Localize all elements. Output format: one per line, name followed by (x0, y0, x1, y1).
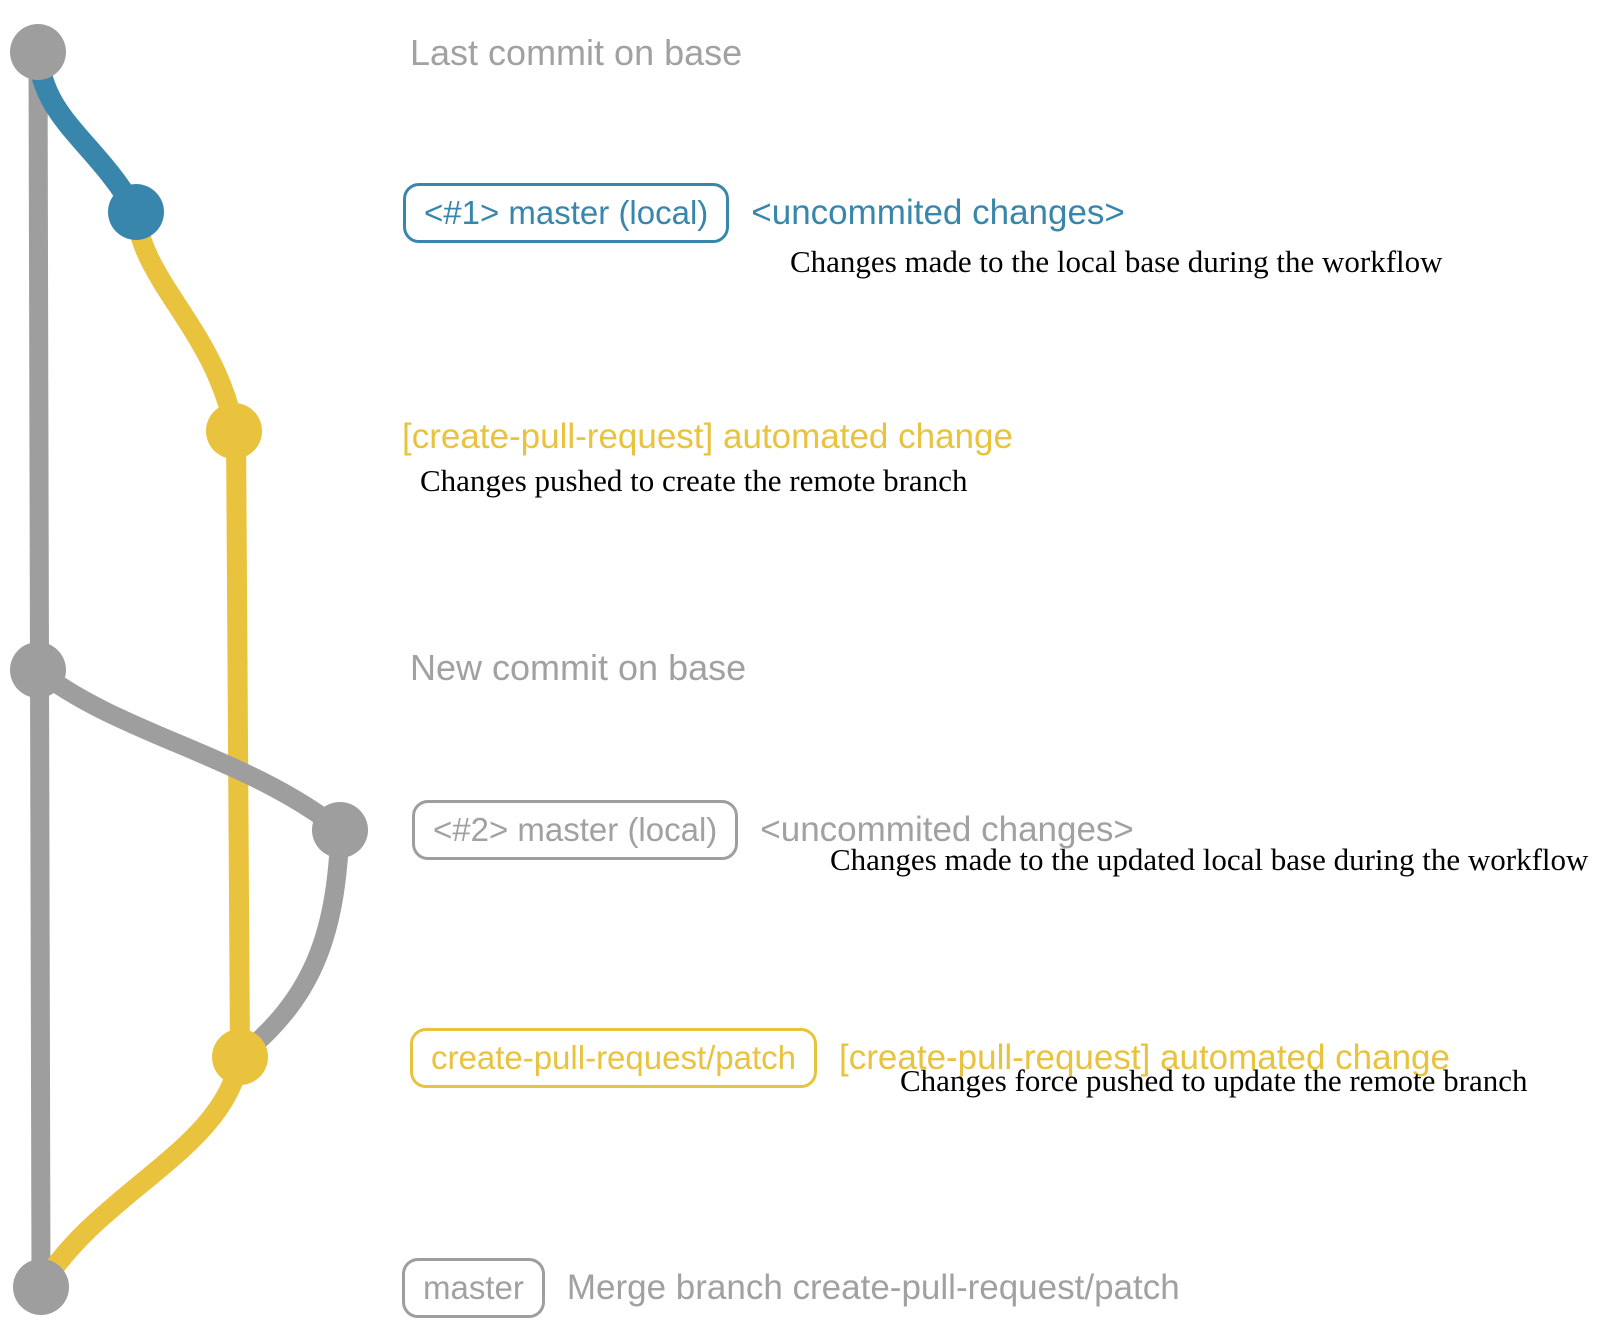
commit2-subtitle: Changes made to the updated local base d… (830, 842, 1589, 877)
commit1-title: <uncommited changes> (751, 193, 1125, 232)
push2-badge: create-pull-request/patch (410, 1028, 818, 1088)
patch-merge-curve (32, 1055, 250, 1293)
rebase-curve (233, 829, 350, 1065)
commit-dot-last-base (10, 24, 66, 80)
git-graph (10, 24, 368, 1315)
commit2-title: <uncommited changes> (760, 810, 1134, 849)
patch-branch-line (226, 429, 250, 1058)
commit-dot-patch-1 (206, 403, 262, 459)
commit1-row: <#1> master (local) <uncommited changes> (403, 183, 1125, 243)
last-commit-label: Last commit on base (410, 32, 743, 73)
commit1-subtitle: Changes made to the local base during th… (790, 244, 1443, 279)
commit-dot-merge (13, 1259, 69, 1315)
push1-title: [create-pull-request] automated change (402, 417, 1013, 456)
commit2-badge: <#2> master (local) (412, 800, 739, 860)
push1-subtitle: Changes pushed to create the remote bran… (420, 463, 968, 498)
commit-dot-patch-2 (212, 1029, 268, 1085)
base-update-curve (32, 662, 346, 838)
local-branch-curve (27, 51, 146, 218)
commit-dot-local-2 (312, 802, 368, 858)
merge-title: Merge branch create-pull-request/patch (566, 1268, 1180, 1307)
commit-dot-new-base (10, 642, 66, 698)
new-commit-label: New commit on base (410, 647, 747, 688)
patch-branch-curve (126, 211, 244, 430)
merge-badge: master (402, 1258, 545, 1318)
push2-subtitle: Changes force pushed to update the remot… (900, 1063, 1528, 1098)
commit1-badge: <#1> master (local) (403, 183, 730, 243)
push2-row: create-pull-request/patch [create-pull-r… (410, 1028, 1450, 1088)
commit-dot-local-1 (108, 184, 164, 240)
commit2-row: <#2> master (local) <uncommited changes> (412, 800, 1134, 860)
merge-row: master Merge branch create-pull-request/… (402, 1258, 1180, 1318)
push2-title: [create-pull-request] automated change (839, 1038, 1450, 1077)
